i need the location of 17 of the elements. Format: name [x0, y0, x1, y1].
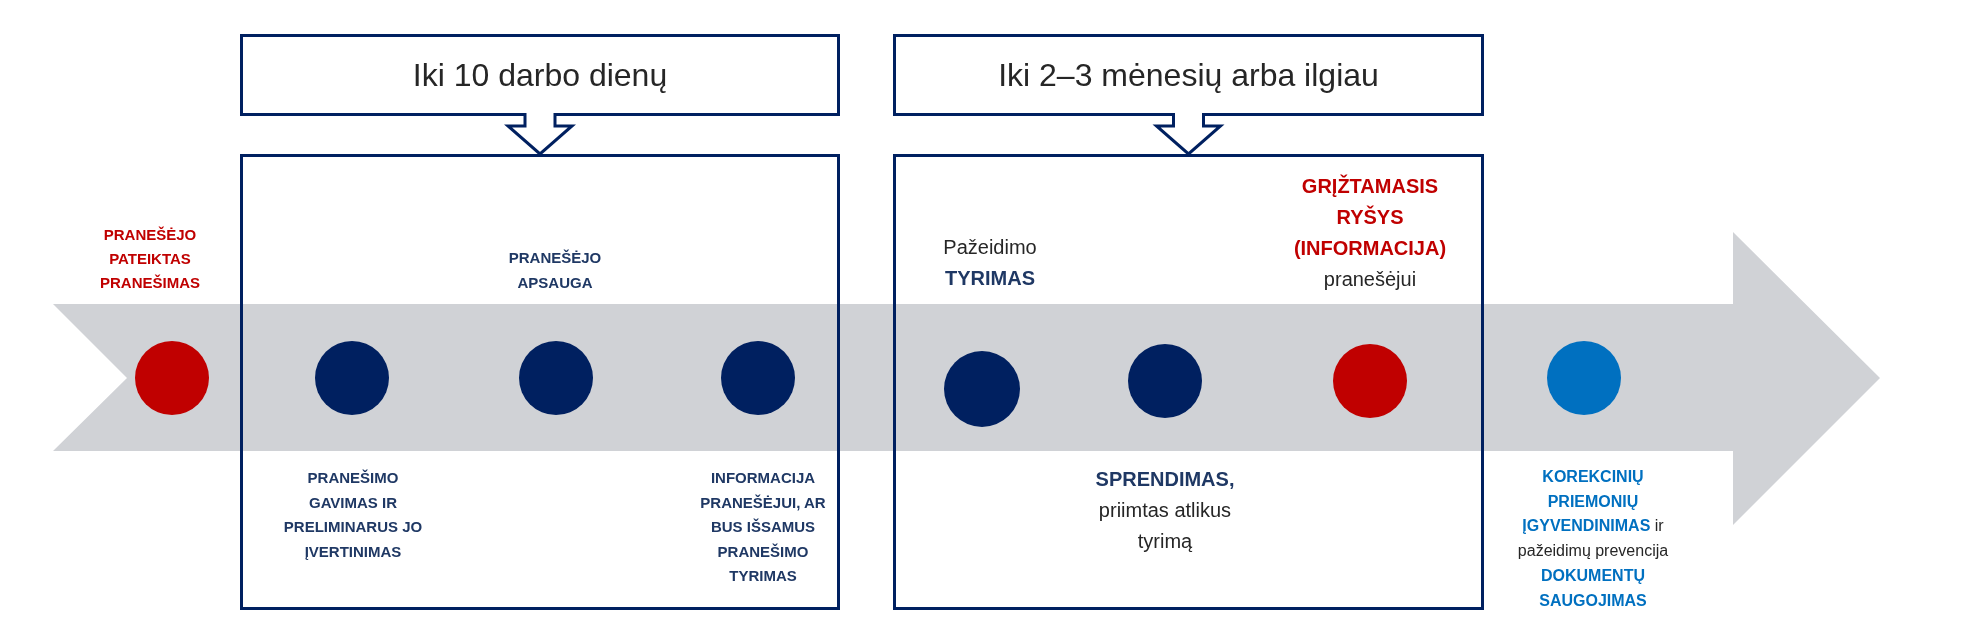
milestone-label: PRANEŠĖJO PATEIKTAS PRANEŠIMAS	[99, 225, 201, 293]
callout-arrow	[504, 111, 576, 156]
phase-frame	[240, 154, 840, 610]
milestone-label: KOREKCINIŲ PRIEMONIŲ ĮGYVENDINIMAS ir pažeidimų prevencija	[1516, 467, 1670, 561]
milestone-label: GRĮŽTAMASIS RYŠYS (INFORMACIJA) pranešėjui	[1292, 173, 1448, 292]
timeframe-label: Iki 10 darbo dienų	[412, 56, 668, 94]
milestone-label: INFORMACIJA PRANEŠĖJUI, AR BUS IŠSAMUS PRANEŠIMO TYRIMAS	[699, 468, 827, 586]
milestone-label: SPRENDIMAS, priimtas atlikus tyrimą	[1094, 467, 1236, 554]
timeframe-box	[240, 34, 840, 116]
milestone-label: PRANEŠIMO GAVIMAS IR PRELIMINARUS JO ĮVERTINIMAS	[282, 468, 424, 562]
timeframe-box	[893, 34, 1484, 116]
milestone-label: PRANEŠĖJO APSAUGA	[507, 248, 603, 293]
callout-arrow	[1152, 111, 1225, 156]
milestone-label: Pažeidimo TYRIMAS	[942, 235, 1038, 291]
milestone-label: DOKUMENTŲ SAUGOJIMAS	[1538, 566, 1648, 611]
phase-frame	[893, 154, 1484, 610]
timeframe-label: Iki 2–3 mėnesių arba ilgiau	[998, 56, 1379, 94]
